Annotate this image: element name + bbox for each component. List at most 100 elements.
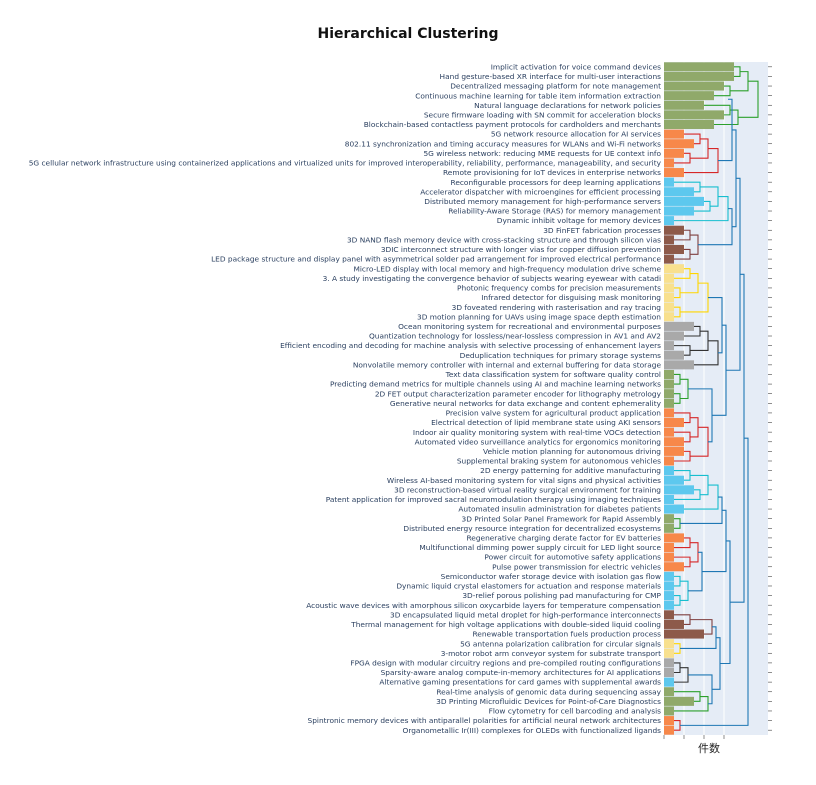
bar xyxy=(664,312,674,322)
bar xyxy=(664,235,674,245)
category-label: Accelerator dispatcher with microengines… xyxy=(420,187,661,196)
category-label: 802.11 synchronization and timing accura… xyxy=(345,139,661,148)
bar xyxy=(664,456,674,466)
category-label: FPGA design with modular circuitry regio… xyxy=(350,658,661,667)
bar xyxy=(664,610,674,620)
category-label: Flow cytometry for cell barcoding and an… xyxy=(489,707,662,716)
bar xyxy=(664,446,684,456)
bar xyxy=(664,658,674,668)
bar xyxy=(664,696,694,706)
bar xyxy=(664,158,674,168)
bar xyxy=(664,725,674,735)
bar xyxy=(664,716,674,726)
bar xyxy=(664,398,674,408)
category-label: 5G network resource allocation for AI se… xyxy=(491,130,661,139)
category-label: Ocean monitoring system for recreational… xyxy=(398,322,661,331)
bar xyxy=(664,418,684,428)
bar xyxy=(664,667,674,678)
category-label: Predicting demand metrics for multiple c… xyxy=(330,380,661,389)
category-label: Renewable transportation fuels productio… xyxy=(473,630,662,639)
category-label: Continuous machine learning for table it… xyxy=(415,91,661,100)
bar xyxy=(664,706,674,716)
category-label: Decentralized messaging platform for not… xyxy=(450,82,661,91)
bar xyxy=(664,168,684,178)
category-label: Infrared detector for disguising mask mo… xyxy=(481,293,661,302)
category-label: Nonvolatile memory controller with inter… xyxy=(353,360,662,369)
bar xyxy=(664,533,684,543)
category-label: Natural language declarations for networ… xyxy=(474,101,661,110)
category-label: 2D FET output characterization parameter… xyxy=(375,389,662,398)
category-label: Automated insulin administration for dia… xyxy=(458,505,661,514)
category-label: 3D encapsulated liquid metal droplet for… xyxy=(390,610,661,619)
bar xyxy=(664,62,734,72)
category-label: Hand gesture-based XR interface for mult… xyxy=(440,72,662,81)
bar xyxy=(664,129,684,139)
bar xyxy=(664,600,674,610)
category-label: Deduplication techniques for primary sto… xyxy=(460,351,661,360)
bar xyxy=(664,81,724,91)
bar xyxy=(664,514,674,524)
bar xyxy=(664,206,694,216)
category-label: Precision valve system for agricultural … xyxy=(446,409,662,418)
category-label: LED package structure and display panel … xyxy=(211,255,661,264)
bar xyxy=(664,687,674,697)
category-label: Micro-LED display with local memory and … xyxy=(353,264,661,273)
category-label: 3D Printing Microfluidic Devices for Poi… xyxy=(436,697,661,706)
bar xyxy=(664,177,674,187)
category-label: Organometallic Ir(III) complexes for OLE… xyxy=(403,726,662,735)
category-label: Photonic frequency combs for precision m… xyxy=(457,284,661,293)
bar xyxy=(664,648,674,658)
category-label: 3. A study investigating the convergence… xyxy=(323,274,661,283)
category-label: 2D energy patterning for additive manufa… xyxy=(480,466,661,475)
bar xyxy=(664,369,674,379)
bar xyxy=(664,225,684,235)
x-axis-label: 件数 xyxy=(698,742,720,755)
category-label: 3D FinFET fabrication processes xyxy=(543,226,661,235)
category-label: Alternative gaming presentations for car… xyxy=(379,678,661,687)
category-label: Pulse power transmission for electric ve… xyxy=(492,562,661,571)
category-label: Secure firmware loading with SN commit f… xyxy=(424,110,661,119)
category-label: Multifunctional dimming power supply cir… xyxy=(419,543,661,552)
bar xyxy=(664,408,674,418)
bar xyxy=(664,523,674,533)
category-label: Electrical detection of lipid membrane s… xyxy=(431,418,661,427)
bar xyxy=(664,273,674,283)
bar xyxy=(664,216,674,226)
bar xyxy=(664,581,674,591)
bar xyxy=(664,302,674,312)
bar xyxy=(664,119,714,130)
bar xyxy=(664,639,674,649)
category-label: Wireless AI-based monitoring system for … xyxy=(387,476,661,485)
bar xyxy=(664,244,684,254)
dendrogram-link xyxy=(680,437,749,726)
category-label: Real-time analysis of genomic data durin… xyxy=(436,687,661,696)
bar xyxy=(664,379,674,389)
bar xyxy=(664,148,684,158)
category-label: 5G cellular network infrastructure using… xyxy=(29,159,662,168)
bar xyxy=(664,504,684,514)
bar xyxy=(664,293,674,303)
category-label: Blockchain-based contactless payment pro… xyxy=(364,120,661,129)
bar xyxy=(664,619,684,629)
category-label: 3D reconstruction-based virtual reality … xyxy=(394,485,661,494)
bar xyxy=(664,389,674,399)
bar xyxy=(664,466,674,476)
category-label: Patent application for improved sacral n… xyxy=(326,495,661,504)
bar xyxy=(664,437,684,447)
bar xyxy=(664,139,694,149)
bar xyxy=(664,283,674,293)
bar xyxy=(664,71,734,81)
category-label: Automated video surveillance analytics f… xyxy=(415,437,662,446)
category-label: Thermal management for high voltage appl… xyxy=(350,620,661,629)
category-label: 3D-relief porous polishing pad manufactu… xyxy=(462,591,661,600)
chart-title: Hierarchical Clustering xyxy=(317,26,499,42)
category-label: Dynamic liquid crystal elastomers for ac… xyxy=(396,582,661,591)
category-label: Acoustic wave devices with amorphous sil… xyxy=(306,601,661,610)
category-label: Efficient encoding and decoding for mach… xyxy=(280,341,661,350)
bar xyxy=(664,196,704,206)
bar xyxy=(664,571,674,581)
category-label: Power circuit for automotive safety appl… xyxy=(484,553,661,562)
category-label: Distributed energy resource integration … xyxy=(403,524,661,533)
bar xyxy=(664,91,714,101)
category-label: Spintronic memory devices with antiparal… xyxy=(308,716,662,725)
